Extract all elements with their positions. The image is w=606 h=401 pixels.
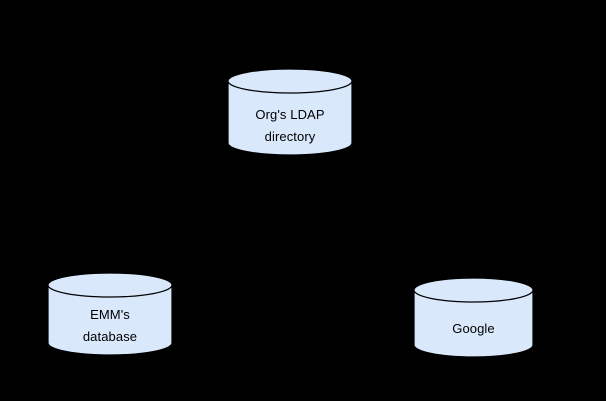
cylinder-top-ellipse: [227, 68, 353, 94]
cylinder-body: [227, 80, 353, 156]
cylinder-body: [47, 284, 173, 356]
cylinder-shape-ldap: [227, 68, 353, 156]
cylinder-body: [413, 289, 534, 358]
cylinder-top-ellipse: [413, 277, 534, 303]
database-node-emm[interactable]: EMM's database: [47, 272, 173, 356]
database-node-ldap[interactable]: Org's LDAP directory: [227, 68, 353, 156]
database-node-google[interactable]: Google: [413, 277, 534, 358]
cylinder-shape-emm: [47, 272, 173, 356]
cylinder-top-ellipse: [47, 272, 173, 298]
cylinder-shape-google: [413, 277, 534, 358]
